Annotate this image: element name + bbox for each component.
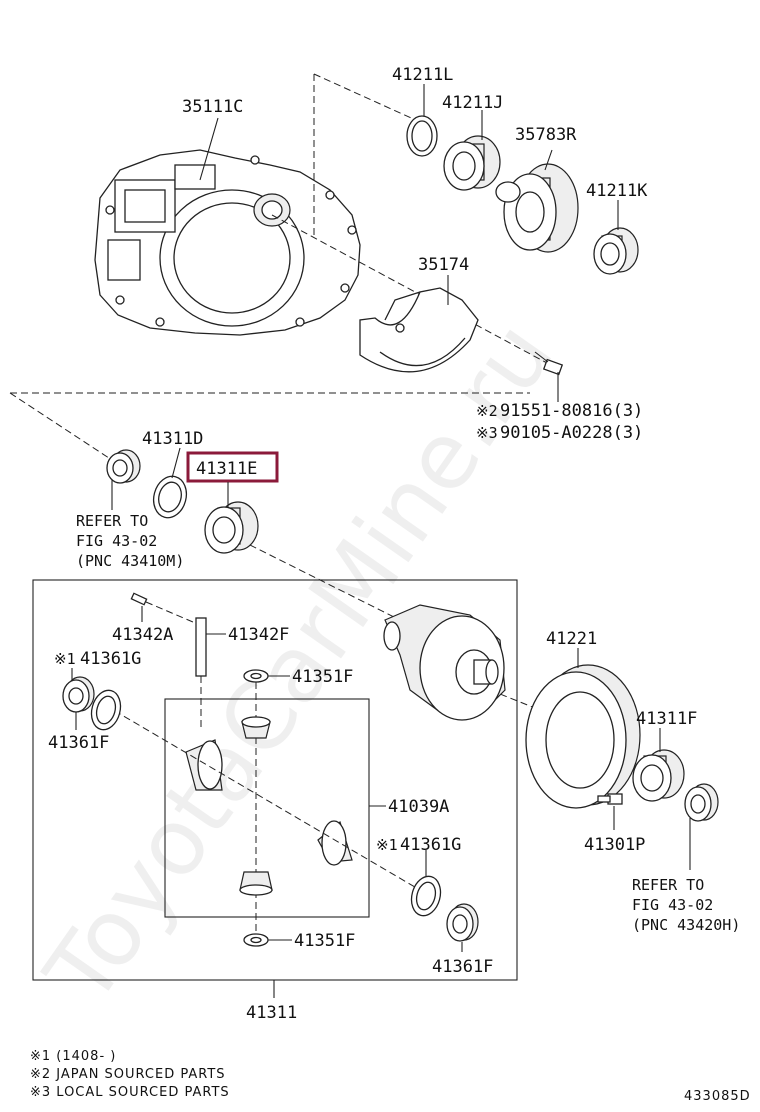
mark-41361g-top: ※1	[54, 650, 76, 668]
label-35783r: 35783R	[515, 125, 577, 145]
label-41361g-mid: 41361G	[400, 835, 461, 855]
ring-gear-41221	[525, 664, 641, 809]
label-41342a: 41342A	[112, 625, 173, 645]
label-41361f-bottom: 41361F	[432, 957, 493, 977]
label-bolt-91551: 91551-80816(3)	[500, 401, 643, 421]
label-41211j: 41211J	[442, 93, 503, 113]
dash-line	[313, 73, 421, 123]
bearing-41311f	[632, 749, 685, 802]
transaxle-housing	[94, 149, 361, 336]
shim-41311d	[152, 475, 188, 519]
bolt-mark-3: ※3	[476, 424, 498, 442]
dash-line	[145, 601, 201, 626]
footnote-2: ※2 JAPAN SOURCED PARTS	[30, 1067, 226, 1082]
label-41301p: 41301P	[584, 835, 645, 855]
differential-case	[383, 604, 506, 721]
ref-right-line2: FIG 43-02	[632, 896, 713, 914]
label-bolt-90105: 90105-A0228(3)	[500, 423, 643, 443]
washer-41351f-bottom	[243, 933, 269, 947]
gear-35783r	[495, 163, 579, 253]
label-41211k: 41211K	[586, 181, 648, 201]
deflector-35174	[359, 287, 479, 373]
label-41311f: 41311F	[636, 709, 697, 729]
assembly-box-41311	[32, 579, 518, 981]
pinion-gear-top	[241, 716, 271, 739]
pin-41342a	[130, 592, 148, 606]
pinion-gear-bottom	[239, 871, 273, 896]
footnote-1: ※1 (1408- )	[30, 1049, 116, 1064]
label-41311d: 41311D	[142, 429, 203, 449]
highlight-box-41311e	[186, 451, 279, 483]
label-41361g-top: 41361G	[80, 649, 141, 669]
bolt-mark-2: ※2	[476, 402, 498, 420]
ref-right-line3: (PNC 43420H)	[632, 916, 740, 934]
side-gear-right	[317, 820, 353, 866]
leader-35111c	[199, 117, 219, 181]
label-41221: 41221	[546, 629, 597, 649]
label-35111c: 35111C	[182, 97, 243, 117]
bearing-41211j	[443, 135, 501, 191]
ref-right-line1: REFER TO	[632, 876, 704, 894]
bearing-41311e	[204, 501, 259, 554]
figure-code: 433085D	[684, 1089, 751, 1104]
leader-line	[544, 149, 553, 171]
label-41311e[interactable]: 41311E	[196, 459, 257, 479]
dash-line	[85, 693, 421, 891]
label-41351f-top: 41351F	[292, 667, 353, 687]
leader-line	[171, 447, 181, 479]
washer-41361g-left	[62, 676, 95, 713]
gear-kit-box-41039a	[164, 698, 370, 918]
shaft-41342f	[195, 617, 207, 677]
label-41361f-left: 41361F	[48, 733, 109, 753]
oil-seal-right	[684, 783, 719, 822]
label-41351f-bottom: 41351F	[294, 931, 355, 951]
washer-41361g-right	[410, 875, 442, 917]
side-gear-left	[185, 739, 223, 791]
bearing-41211k	[593, 227, 639, 275]
label-41342f: 41342F	[228, 625, 289, 645]
washer-41361f-right	[446, 903, 479, 942]
dash-line	[9, 392, 116, 463]
ref-left-line1: REFER TO	[76, 512, 148, 530]
washer-41361f-left	[90, 689, 122, 731]
ref-left-line2: FIG 43-02	[76, 532, 157, 550]
label-35174: 35174	[418, 255, 469, 275]
bolt-icon	[534, 351, 564, 376]
mark-41361g-mid: ※1	[376, 836, 398, 854]
label-41039a: 41039A	[388, 797, 449, 817]
shim-41211l	[406, 115, 438, 157]
bolt-41301p	[597, 793, 623, 805]
label-41211l: 41211L	[392, 65, 453, 85]
label-41311: 41311	[246, 1003, 297, 1023]
washer-41351f-top	[243, 669, 269, 683]
ref-left-line3: (PNC 43410M)	[76, 552, 184, 570]
oil-seal-left	[106, 449, 141, 484]
footnote-3: ※3 LOCAL SOURCED PARTS	[30, 1085, 230, 1100]
